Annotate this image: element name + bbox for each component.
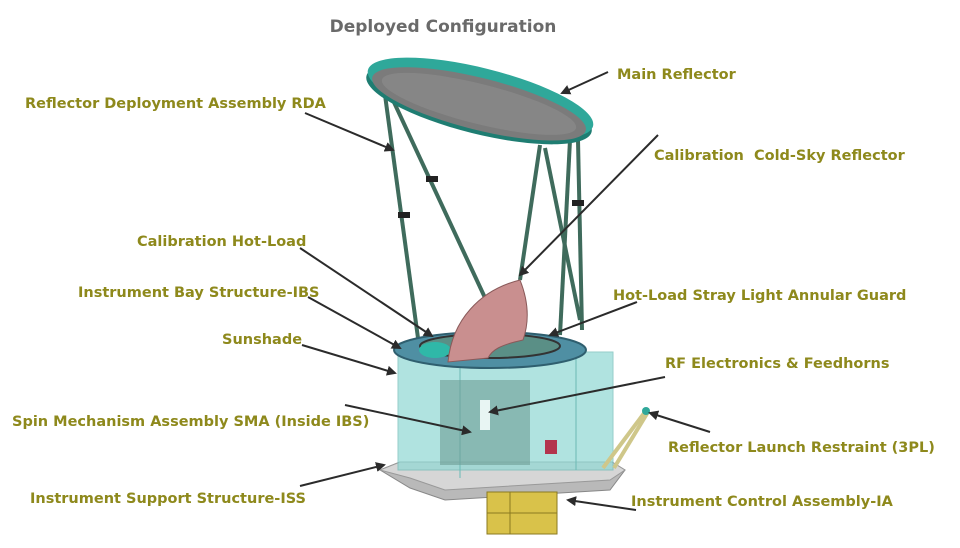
label-ia: Instrument Control Assembly-IA xyxy=(631,494,894,510)
label-launch-restraint: Reflector Launch Restraint (3PL) xyxy=(668,440,935,456)
instrument-bay xyxy=(378,331,626,501)
label-hot-load: Calibration Hot-Load xyxy=(137,234,306,250)
label-annular-guard: Hot-Load Stray Light Annular Guard xyxy=(613,288,906,304)
reflector-launch-restraint xyxy=(601,407,650,470)
label-sunshade: Sunshade xyxy=(222,332,302,348)
label-rda: Reflector Deployment Assembly RDA xyxy=(25,96,327,112)
instrument-control-assembly xyxy=(486,491,558,535)
reflector-deployment-struts xyxy=(383,94,584,339)
main-reflector xyxy=(366,57,594,145)
label-cold-sky-reflector: Calibration Cold-Sky Reflector xyxy=(654,148,906,164)
label-iss: Instrument Support Structure-ISS xyxy=(30,491,306,507)
label-sma: Spin Mechanism Assembly SMA (Inside IBS) xyxy=(12,414,369,430)
cold-sky-reflector xyxy=(447,279,528,363)
callout-arrows xyxy=(299,71,711,511)
label-rf-electronics: RF Electronics & Feedhorns xyxy=(665,356,889,372)
label-main-reflector: Main Reflector xyxy=(617,67,737,83)
diagram-title: Deployed Configuration xyxy=(330,17,557,37)
label-ibs: Instrument Bay Structure-IBS xyxy=(78,285,319,301)
